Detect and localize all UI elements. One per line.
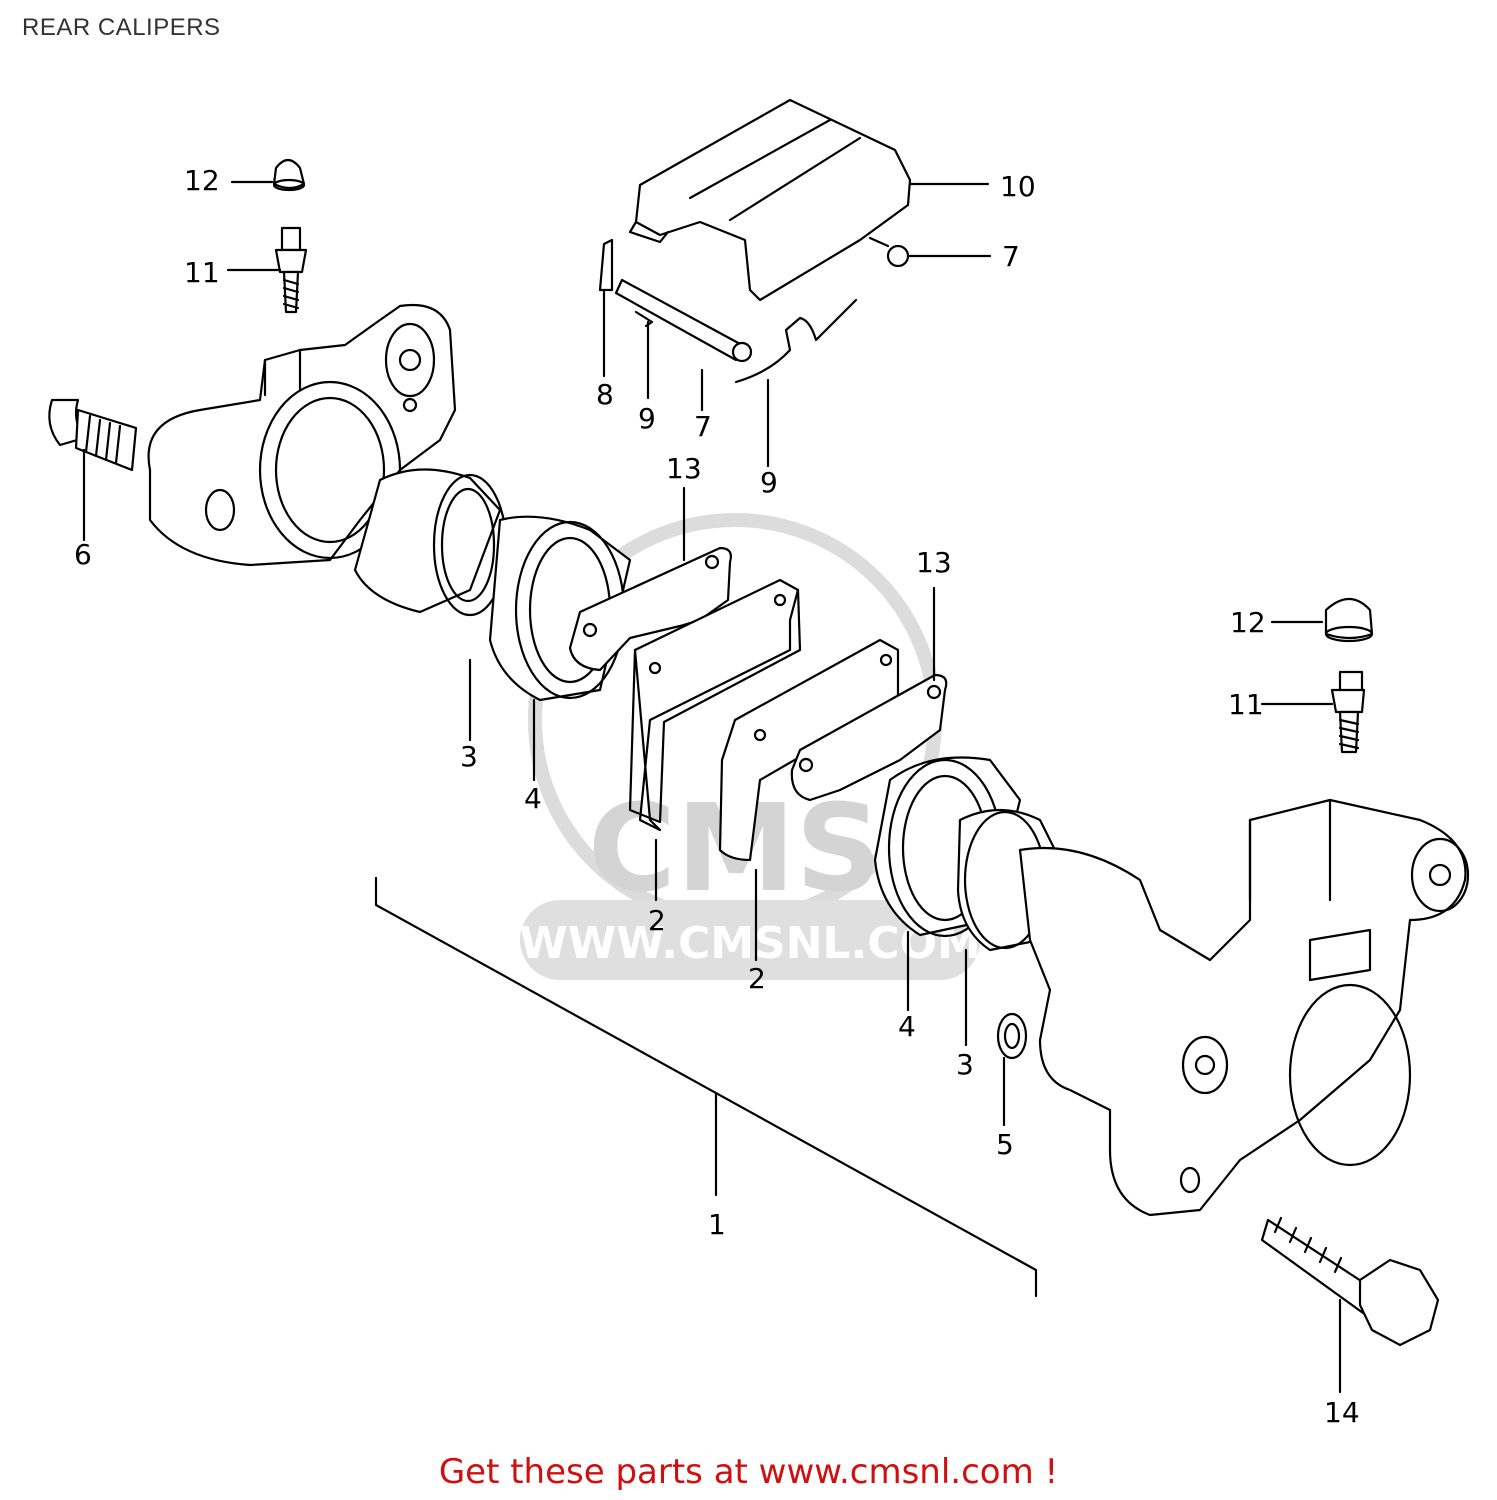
callout-6: 6 <box>74 538 92 571</box>
pad-spring-small <box>634 310 654 328</box>
callout-labels: 12 11 6 10 7 8 9 7 9 13 13 3 4 2 2 12 11… <box>74 164 1360 1429</box>
callout-12-left: 12 <box>184 164 220 197</box>
cover-pin <box>868 236 910 268</box>
callout-11-left: 11 <box>184 256 220 289</box>
bleeder-valve-left <box>274 226 308 314</box>
footer-link[interactable]: Get these parts at www.cmsnl.com ! <box>438 1452 1059 1492</box>
callout-13-right: 13 <box>916 546 952 579</box>
washer <box>996 1012 1028 1060</box>
callout-2-left: 2 <box>648 904 666 937</box>
pin-clip <box>598 238 614 292</box>
callout-11-right: 11 <box>1228 688 1264 721</box>
callout-2-right: 2 <box>748 962 766 995</box>
callout-13-left: 13 <box>666 452 702 485</box>
bleeder-cap-right <box>1324 597 1374 643</box>
callout-9-right: 9 <box>760 466 778 499</box>
callout-10: 10 <box>1000 170 1036 203</box>
bleeder-cap-left <box>272 158 306 192</box>
pad-cover <box>628 98 912 302</box>
caliper-body-right <box>1018 798 1470 1217</box>
caliper-body-left <box>147 304 457 567</box>
callout-12-right: 12 <box>1230 606 1266 639</box>
callout-3-right: 3 <box>956 1048 974 1081</box>
pad-pin <box>614 278 753 363</box>
diagram-title: REAR CALIPERS <box>22 14 221 41</box>
callout-7-lower: 7 <box>694 410 712 443</box>
callout-4-left: 4 <box>524 782 542 815</box>
pad-spring <box>734 298 858 384</box>
callout-5: 5 <box>996 1128 1014 1161</box>
bleeder-valve-right <box>1330 670 1366 754</box>
piston-left <box>353 468 508 617</box>
callout-7-top: 7 <box>1002 240 1020 273</box>
callout-4-right: 4 <box>898 1010 916 1043</box>
callout-1: 1 <box>708 1208 726 1241</box>
mounting-bolt-right <box>1260 1216 1440 1347</box>
callout-9-left: 9 <box>638 402 656 435</box>
brake-pad-left <box>628 578 802 832</box>
callout-8: 8 <box>596 378 614 411</box>
pad-shim-right <box>790 673 948 802</box>
caliper-assembly-bracket <box>374 876 1038 1298</box>
mounting-bolt-left <box>48 398 138 472</box>
callout-14: 14 <box>1324 1396 1360 1429</box>
callout-3-left: 3 <box>460 740 478 773</box>
watermark-url: WWW.CMSNL.COM <box>519 918 981 969</box>
